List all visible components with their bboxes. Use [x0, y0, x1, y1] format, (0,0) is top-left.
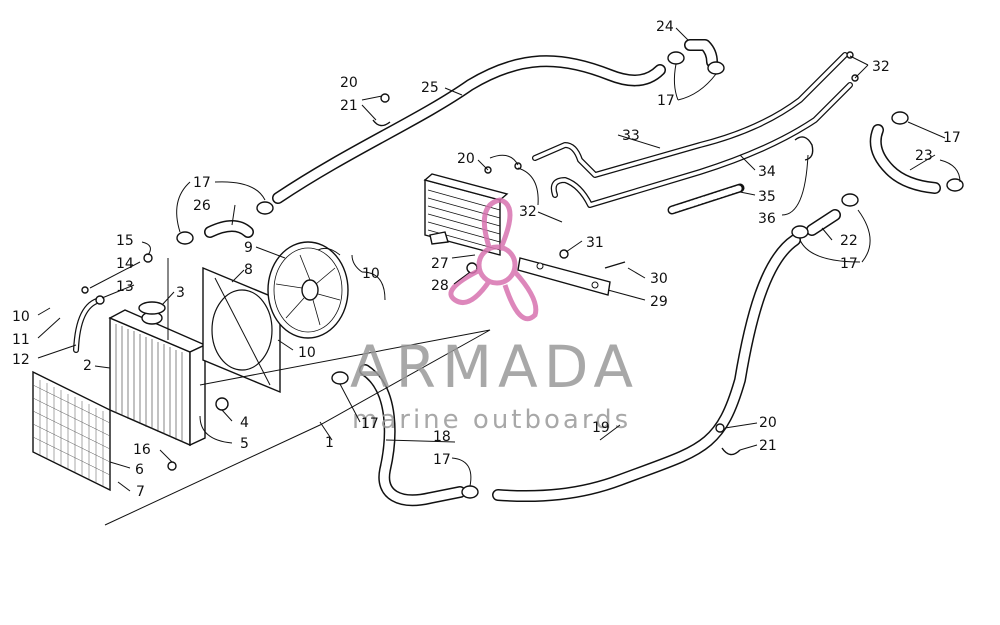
- callout-21-top: 21: [340, 98, 358, 114]
- callout-6: 6: [135, 462, 144, 478]
- callout-27: 27: [431, 256, 449, 272]
- callout-5: 5: [240, 436, 249, 452]
- callout-10-fan-top: 10: [362, 266, 380, 282]
- mounting-bracket: [517, 257, 611, 296]
- cooling-fan: [267, 241, 349, 339]
- callout-20-right: 20: [759, 415, 777, 431]
- callout-30: 30: [650, 271, 668, 287]
- callout-21-right: 21: [759, 438, 777, 454]
- callout-17-hose-18: 17: [361, 416, 379, 432]
- callout-17-upper-left: 17: [193, 175, 211, 191]
- callout-8: 8: [244, 262, 253, 278]
- callout-14: 14: [116, 256, 134, 272]
- callout-13: 13: [116, 279, 134, 295]
- callout-2: 2: [83, 358, 92, 374]
- callout-22: 22: [840, 233, 858, 249]
- leader-lines: [37, 27, 961, 492]
- hose-clamps: [176, 51, 964, 499]
- callout-15: 15: [116, 233, 134, 249]
- armada-logo: [448, 197, 539, 322]
- callout-32-cooler: 32: [519, 204, 537, 220]
- watermark-tagline: marine outboards: [352, 405, 631, 435]
- small-hardware: [81, 51, 859, 471]
- callout-31: 31: [586, 235, 604, 251]
- callout-labels: 1 2 3 4 5 6 7 8 9 10 10 10 11 12 13 14 1…: [12, 19, 961, 500]
- oil-cooler: [423, 173, 509, 256]
- callout-10-fan-bottom: 10: [298, 345, 316, 361]
- callout-25: 25: [421, 80, 439, 96]
- callout-28: 28: [431, 278, 449, 294]
- callout-20-middle: 20: [457, 151, 475, 167]
- armada-watermark: ARMADA marine outboards: [350, 197, 639, 435]
- callout-12: 12: [12, 352, 30, 368]
- callout-32-top-right: 32: [872, 59, 890, 75]
- hose-spring-guard: [667, 183, 745, 215]
- callout-36: 36: [758, 211, 776, 227]
- callout-33: 33: [622, 128, 640, 144]
- watermark-brand: ARMADA: [350, 333, 639, 401]
- callout-4: 4: [240, 415, 249, 431]
- callout-24: 24: [656, 19, 674, 35]
- callout-3: 3: [176, 285, 185, 301]
- callout-34: 34: [758, 164, 776, 180]
- callout-17-bottom: 17: [433, 452, 451, 468]
- callout-10-left: 10: [12, 309, 30, 325]
- callout-29: 29: [650, 294, 668, 310]
- callout-1: 1: [325, 435, 334, 451]
- callout-26: 26: [193, 198, 211, 214]
- callout-23: 23: [915, 148, 933, 164]
- radiator: [108, 301, 207, 447]
- callout-9: 9: [244, 240, 253, 256]
- callout-18: 18: [433, 429, 451, 445]
- callout-11: 11: [12, 332, 30, 348]
- callout-16: 16: [133, 442, 151, 458]
- callout-17-right: 17: [840, 256, 858, 272]
- callout-17-top: 17: [657, 93, 675, 109]
- callout-17-top-right: 17: [943, 130, 961, 146]
- callout-7: 7: [136, 484, 145, 500]
- callout-35: 35: [758, 189, 776, 205]
- fan-shroud: [202, 266, 281, 394]
- callout-19: 19: [592, 420, 610, 436]
- callout-20-top: 20: [340, 75, 358, 91]
- radiator-screen: [32, 370, 111, 492]
